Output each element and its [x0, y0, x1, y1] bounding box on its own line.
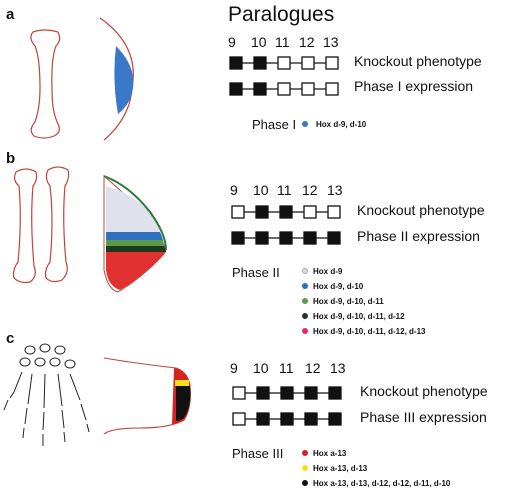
legend-text: Hox a-13: [313, 449, 347, 458]
empty-box: [277, 56, 291, 70]
band-hox-d9-d11: [106, 240, 164, 246]
legend-dot: [302, 450, 308, 456]
phase-label: Phase I: [252, 117, 297, 132]
filled-box: [229, 82, 243, 96]
paralogue-number: 11: [279, 360, 294, 376]
filled-box: [280, 412, 294, 426]
band-hox-d9-d10: [106, 232, 163, 240]
legend-text: Hox a-13, d-13, d-12, d-12, d-11, d-10: [313, 479, 451, 488]
legend-text: Hox d-9, d-10, d-11, d-12: [313, 312, 405, 321]
empty-box: [232, 412, 246, 426]
legend-dot: [302, 268, 308, 274]
paralogue-number: 11: [275, 34, 290, 50]
empty-box: [303, 205, 317, 219]
filled-box: [229, 56, 243, 70]
filled-box: [253, 82, 267, 96]
panel-letter-b: b: [6, 150, 16, 167]
filled-box: [279, 205, 293, 219]
filled-box: [255, 205, 269, 219]
empty-box: [325, 56, 339, 70]
page-title: Paralogues: [228, 3, 335, 26]
filled-box: [253, 56, 267, 70]
filled-box: [279, 231, 293, 245]
row-label-expression: Phase III expression: [360, 409, 487, 425]
filled-box: [304, 412, 318, 426]
phase-label: Phase III: [232, 446, 284, 461]
legend-dot: [302, 328, 308, 334]
paralogue-number: 12: [305, 360, 321, 376]
empty-box: [277, 82, 291, 96]
row-label-knockout: Knockout phenotype: [354, 53, 482, 69]
filled-box: [328, 386, 342, 400]
paralogue-number: 11: [277, 182, 292, 198]
legend-dot: [302, 283, 308, 289]
filled-box: [256, 412, 270, 426]
filled-box: [280, 386, 294, 400]
filled-box: [231, 231, 245, 245]
legend-dot: [302, 313, 308, 319]
band-hox-d9-d12: [106, 246, 166, 252]
filled-box: [303, 231, 317, 245]
empty-box: [301, 56, 315, 70]
row-label-knockout: Knockout phenotype: [360, 383, 488, 399]
radius-bone: [12, 168, 38, 284]
legend-text: Hox a-13, d-13: [313, 464, 368, 473]
legend-text: Hox d-9, d-10: [316, 120, 367, 129]
paralogue-number: 9: [230, 360, 238, 376]
empty-box: [232, 386, 246, 400]
filled-box: [304, 386, 318, 400]
row-label-expression: Phase I expression: [354, 78, 474, 94]
phase-label: Phase II: [232, 265, 280, 280]
paralogue-number: 10: [253, 182, 269, 198]
filled-box: [255, 231, 269, 245]
band-hox-d9: [106, 186, 160, 232]
humerus-bone: [30, 29, 61, 139]
paralogue-number: 13: [323, 34, 339, 50]
empty-box: [231, 205, 245, 219]
knockout-phenotype-boxes: [229, 56, 339, 75]
legend-text: Hox d-9: [313, 267, 343, 276]
knockout-phenotype-boxes: [231, 205, 341, 224]
hand-skeleton: [3, 343, 90, 446]
phase3-black-domain: [176, 386, 191, 421]
empty-box: [325, 82, 339, 96]
panel-letter-a: a: [6, 6, 15, 23]
legend-text: Hox d-9, d-10, d-11: [313, 297, 384, 306]
filled-box: [328, 412, 342, 426]
paralogue-number: 13: [327, 182, 343, 198]
filled-box: [256, 386, 270, 400]
phase1-expression-domain: [114, 46, 134, 114]
limb-bud-c-outline: [103, 357, 191, 435]
paralogue-number: 10: [251, 34, 267, 50]
paralogue-number: 13: [330, 360, 346, 376]
legend-dot: [302, 298, 308, 304]
empty-box: [301, 82, 315, 96]
paralogue-number: 12: [299, 34, 315, 50]
legend-text: Hox d-9, d-10, d-11, d-12, d-13: [313, 327, 426, 336]
row-label-knockout: Knockout phenotype: [357, 202, 485, 218]
band-hox-d9-d13: [106, 252, 166, 290]
paralogue-number: 10: [253, 360, 269, 376]
expression-boxes: [231, 231, 341, 250]
legend-dot: [302, 121, 308, 127]
paralogue-number: 9: [230, 182, 238, 198]
limb-bud-b-edge: [103, 175, 167, 251]
panel-letter-c: c: [6, 330, 15, 347]
paralogue-number: 12: [302, 182, 318, 198]
legend-dot: [302, 465, 308, 471]
filled-box: [327, 231, 341, 245]
legend-dot: [302, 480, 308, 486]
phase3-yellow-domain: [175, 380, 189, 386]
paralogue-number: 9: [228, 34, 236, 50]
expression-boxes: [229, 82, 339, 101]
row-label-expression: Phase II expression: [357, 228, 480, 244]
knockout-phenotype-boxes: [232, 386, 342, 405]
ulna-bone: [44, 166, 70, 283]
expression-boxes: [232, 412, 342, 431]
empty-box: [327, 205, 341, 219]
legend-text: Hox d-9, d-10: [313, 282, 364, 291]
